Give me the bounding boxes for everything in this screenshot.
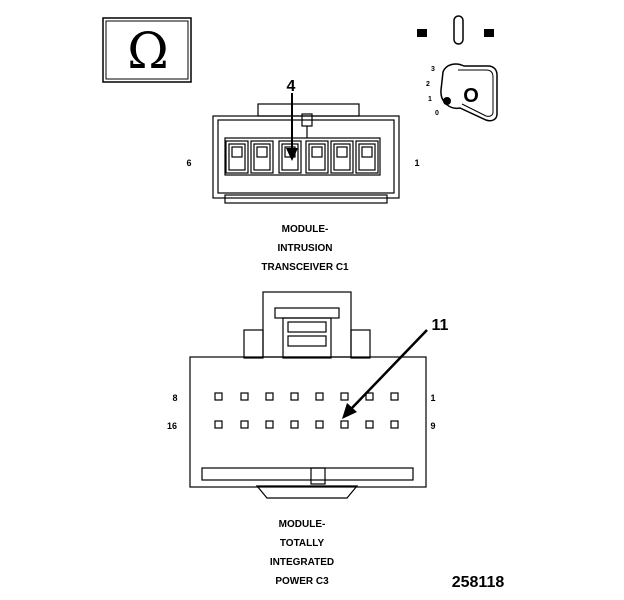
- connector-c1: [212, 103, 400, 204]
- c3-caption-line-3: INTEGRATED: [269, 557, 335, 568]
- key-position-0: 0: [435, 110, 439, 117]
- c3-callout-arrow: [342, 329, 428, 419]
- key-position-3: 3: [431, 66, 435, 73]
- c1-caption: MODULE- INTRUSION TRANSCEIVER C1: [205, 220, 405, 277]
- c3-row1-left-label: 8: [172, 393, 177, 403]
- c1-caption-line-1: MODULE-: [281, 224, 329, 235]
- c1-pin-cavities: [225, 140, 379, 174]
- c1-callout-number: 4: [287, 78, 296, 95]
- key-position-1: 1: [428, 96, 432, 103]
- key-position-2: 2: [426, 81, 430, 88]
- c1-caption-line-2: INTRUSION: [277, 243, 333, 254]
- key-letter: O: [463, 85, 479, 107]
- ignition-key-icon: O 3 2 1 0: [417, 15, 498, 122]
- key-indicator-right: [484, 29, 494, 37]
- c3-pin-cavities-row2: [214, 420, 399, 429]
- c3-row1-right-label: 1: [430, 393, 435, 403]
- c3-callout-number: 11: [432, 317, 449, 334]
- c3-row2-right-label: 9: [430, 421, 435, 431]
- c1-callout-arrow: [286, 93, 298, 161]
- c3-caption: MODULE- TOTALLY INTEGRATED POWER C3: [202, 515, 402, 591]
- omega-logo: Ω: [102, 17, 192, 83]
- omega-icon: Ω: [127, 22, 168, 80]
- c3-caption-line-1: MODULE-: [278, 519, 326, 530]
- c1-caption-line-3: TRANSCEIVER C1: [261, 262, 349, 273]
- c1-pin-right-label: 1: [414, 158, 419, 168]
- c3-caption-line-2: TOTALLY: [279, 538, 325, 549]
- key-slot: [453, 15, 464, 45]
- connector-c3: [189, 291, 427, 499]
- c3-pin-cavities-row1: [214, 392, 399, 401]
- c3-caption-line-4: POWER C3: [275, 576, 329, 587]
- key-indicator-left: [417, 29, 427, 37]
- figure-number: 258118: [452, 574, 505, 591]
- c3-row2-left-label: 16: [167, 421, 177, 431]
- key-position-dot: [443, 97, 451, 105]
- c1-pin-left-label: 6: [186, 158, 191, 168]
